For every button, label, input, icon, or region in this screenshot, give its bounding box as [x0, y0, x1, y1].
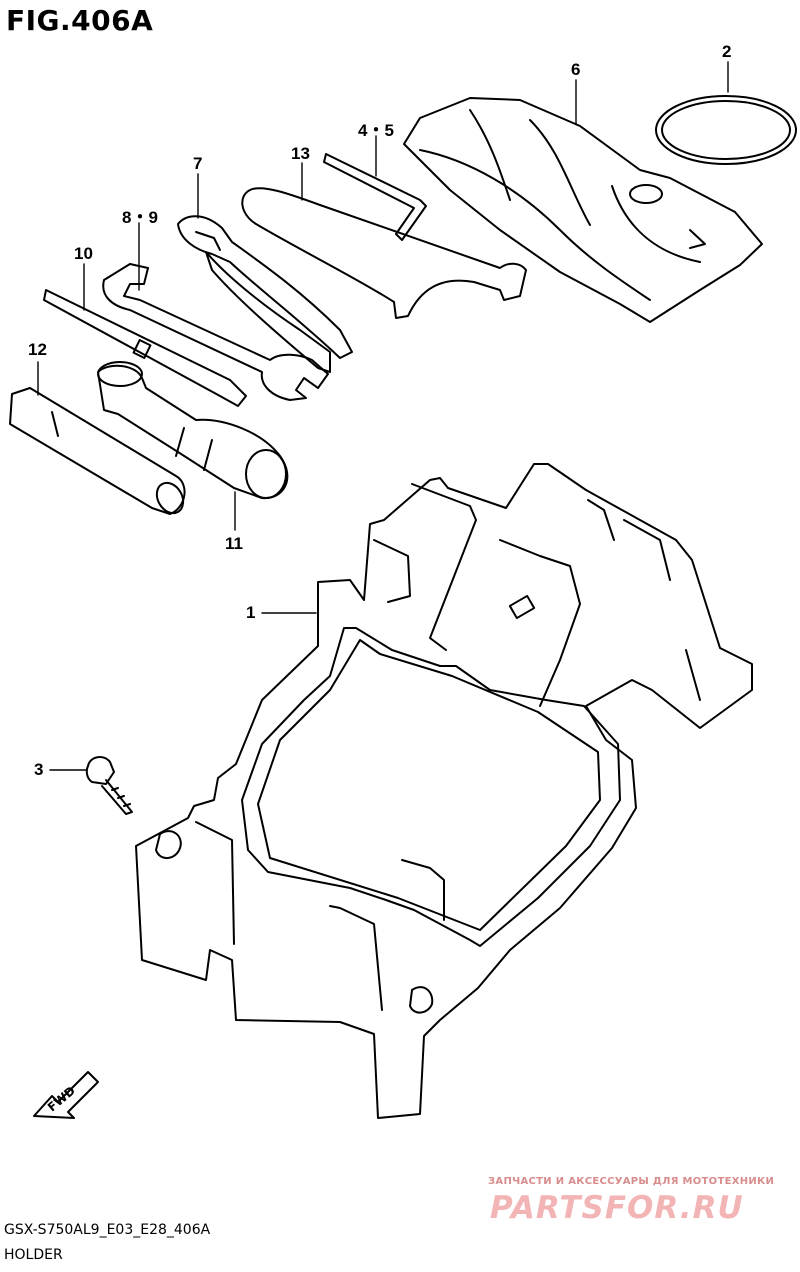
watermark-brand: PARTSFOR.RU: [490, 1190, 744, 1226]
callout-1: 1: [246, 603, 256, 622]
watermark-caption: ЗАПЧАСТИ И АКСЕССУАРЫ ДЛЯ МОТОТЕХНИКИ: [488, 1176, 775, 1187]
spanner-part-13: [241, 187, 527, 319]
callout-12: 12: [28, 340, 47, 359]
extension-bar-part-12: [9, 387, 186, 515]
model-code: GSX-S750AL9_E03_E28_406A: [4, 1222, 211, 1238]
leader-lines: [37, 61, 729, 771]
hex-key-part-4-5: [323, 153, 427, 241]
callout-8-9: 8・9: [122, 208, 158, 227]
handle-part-11: [97, 361, 289, 500]
fwd-arrow-icon: FWD: [33, 1071, 99, 1119]
callout-2: 2: [722, 42, 732, 61]
tool-bag-part-6: [403, 97, 763, 323]
screwdriver-part-10: [43, 289, 247, 407]
wrench-part-8-9: [102, 263, 329, 401]
callout-6: 6: [571, 60, 581, 79]
section-name: HOLDER: [4, 1247, 63, 1263]
callout-11: 11: [225, 534, 243, 553]
holder-tray-part-1: [135, 463, 753, 1119]
screw-part-3: [85, 756, 133, 815]
callout-10: 10: [74, 244, 93, 263]
callout-4-5: 4・5: [358, 121, 394, 140]
callout-3: 3: [34, 760, 44, 779]
pliers-part-7: [177, 215, 353, 373]
o-ring-part-2: [655, 95, 797, 165]
callout-13: 13: [291, 144, 310, 163]
figure-title: FIG.406A: [6, 4, 154, 37]
callout-7: 7: [193, 154, 203, 173]
